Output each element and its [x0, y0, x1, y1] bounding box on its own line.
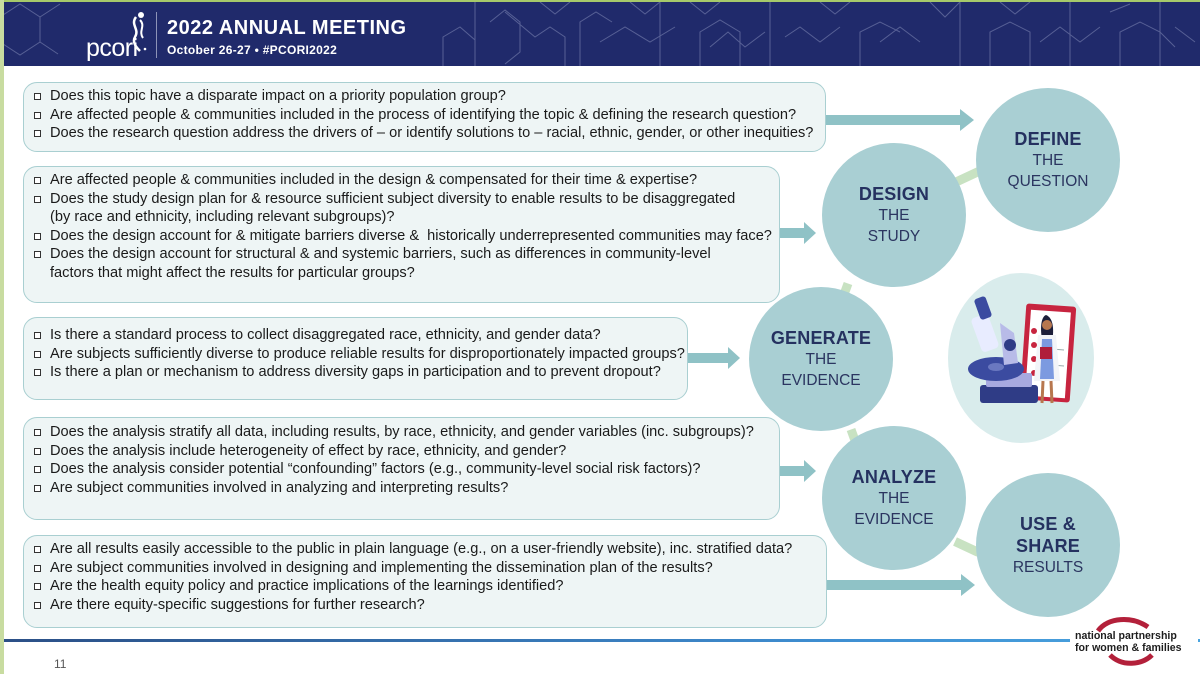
arrow-right-icon: [826, 109, 974, 131]
npwf-logo: national partnership for women & familie…: [1070, 617, 1198, 669]
checkbox-icon[interactable]: [34, 484, 41, 492]
meeting-dates: October 26-27 • #PCORI2022: [167, 43, 338, 57]
checklist-item: Does the study design plan for & resourc…: [34, 190, 779, 227]
page-number: 11: [54, 657, 67, 671]
checkbox-icon[interactable]: [34, 429, 41, 436]
checkbox-icon[interactable]: [34, 177, 41, 184]
checkbox-icon[interactable]: [34, 93, 41, 100]
stage-generate-evidence: GENERATE THE EVIDENCE: [749, 287, 893, 431]
conference-banner: pcori 2022 ANNUAL MEETING October 26-27 …: [0, 2, 1200, 66]
microscope-icon: [968, 296, 1077, 404]
checkbox-icon[interactable]: [34, 583, 41, 590]
checklist-item: Does the analysis include heterogeneity …: [34, 442, 779, 461]
checkbox-icon[interactable]: [34, 232, 41, 240]
checklist-item: Are there equity-specific suggestions fo…: [34, 596, 826, 615]
pcori-figure-icon: [132, 12, 147, 52]
checklist-item: Does the design account for & mitigate b…: [34, 227, 779, 246]
checklist-item: Are subject communities involved in anal…: [34, 479, 779, 498]
checkbox-icon[interactable]: [34, 601, 41, 609]
share-questions-box: Are all results easily accessible to the…: [23, 535, 827, 628]
checklist-item: Is there a standard process to collect d…: [34, 326, 687, 345]
arrow-right-icon: [780, 460, 816, 482]
checkbox-icon[interactable]: [34, 350, 41, 358]
stage-define-question: DEFINE THE QUESTION: [976, 88, 1120, 232]
hexagon-pattern: [0, 2, 1196, 66]
checklist-item: Are affected people & communities includ…: [34, 106, 825, 125]
checklist-item: Does this topic have a disparate impact …: [34, 87, 825, 106]
meeting-title: 2022 ANNUAL MEETING: [167, 17, 407, 39]
checklist-item: Does the analysis consider potential “co…: [34, 460, 779, 479]
checkbox-icon[interactable]: [34, 564, 41, 572]
design-questions-box: Are affected people & communities includ…: [23, 166, 780, 303]
checkbox-icon[interactable]: [34, 111, 41, 119]
npwf-wordmark: national partnership for women & familie…: [1075, 630, 1182, 654]
arrow-right-icon: [688, 347, 740, 369]
checkbox-icon[interactable]: [34, 130, 41, 137]
checklist-item: Are all results easily accessible to the…: [34, 540, 826, 559]
stage-analyze-evidence: ANALYZE THE EVIDENCE: [822, 426, 966, 570]
checkbox-icon[interactable]: [34, 332, 41, 339]
npwf-arc-icon: [1095, 617, 1154, 666]
logo-divider: [156, 12, 157, 58]
analyze-questions-box: Does the analysis stratify all data, inc…: [23, 417, 780, 520]
slide-left-border: [0, 0, 4, 674]
checklist-item: Are affected people & communities includ…: [34, 171, 779, 190]
stage-use-share-results: USE & SHARE RESULTS: [976, 473, 1120, 617]
pcori-logo-text: pcori: [86, 34, 138, 62]
footer-divider: [0, 639, 1200, 642]
arrow-right-icon: [780, 222, 816, 244]
checklist-item: Does the analysis stratify all data, inc…: [34, 423, 779, 442]
top-accent-strip: [0, 0, 1200, 2]
define-questions-box: Does this topic have a disparate impact …: [23, 82, 826, 152]
checklist-item: Are subjects sufficiently diverse to pro…: [34, 345, 687, 364]
checklist-item: Are the health equity policy and practic…: [34, 577, 826, 596]
checkbox-icon[interactable]: [34, 195, 41, 203]
checkbox-icon[interactable]: [34, 466, 41, 473]
checkbox-icon[interactable]: [34, 251, 41, 258]
checklist-item: Are subject communities involved in desi…: [34, 559, 826, 578]
checkbox-icon[interactable]: [34, 447, 41, 455]
checklist-item: Does the research question address the d…: [34, 124, 825, 143]
checklist-item: Does the design account for structural &…: [34, 245, 779, 282]
checkbox-icon[interactable]: [34, 546, 41, 553]
checkbox-icon[interactable]: [34, 369, 41, 376]
generate-questions-box: Is there a standard process to collect d…: [23, 317, 688, 400]
arrow-right-icon: [827, 574, 975, 596]
scientist-illustration: [948, 273, 1094, 443]
stage-design-study: DESIGN THE STUDY: [822, 143, 966, 287]
checklist-item: Is there a plan or mechanism to address …: [34, 363, 687, 382]
